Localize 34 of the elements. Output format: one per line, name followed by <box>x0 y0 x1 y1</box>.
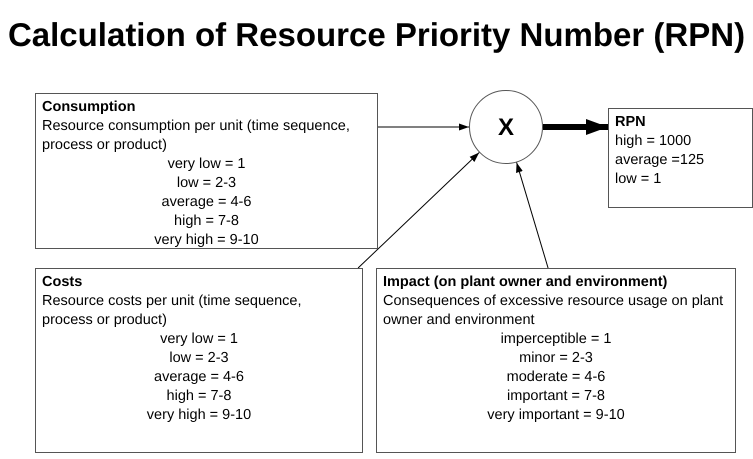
scale-entry: average = 4-6 <box>160 193 252 212</box>
arrow <box>378 124 470 130</box>
box-heading: Impact (on plant owner and environment) <box>383 273 668 292</box>
scale-entry: low = 2-3 <box>176 174 238 193</box>
scale-entry: low = 1 <box>615 170 662 189</box>
box-description: Resource costs per unit (time sequence, process or product) <box>42 292 303 330</box>
info-box <box>376 268 736 453</box>
scale-entry: important = 7-8 <box>506 387 606 406</box>
scale-entry: low = 2-3 <box>168 349 230 368</box>
info-box <box>35 268 363 453</box>
scale-entry: very important = 9-10 <box>486 406 626 425</box>
arrow <box>516 162 549 268</box>
scale-entry: very low = 1 <box>159 330 239 349</box>
box-description: high = 1000 <box>615 132 692 151</box>
scale-entry: minor = 2-3 <box>518 349 594 368</box>
box-heading: RPN <box>615 113 647 132</box>
scale-entry: high = 7-8 <box>173 212 240 231</box>
scale-entry: average =125 <box>615 151 706 170</box>
diagram-title: Calculation of Resource Priority Number (RPN) <box>6 16 746 54</box>
arrow <box>543 119 608 135</box>
scale-entry: average = 4-6 <box>153 368 245 387</box>
scale-entry: very high = 9-10 <box>153 231 260 250</box>
scale-entry: very high = 9-10 <box>146 406 252 425</box>
arrow <box>358 152 480 268</box>
scale-entry: very low = 1 <box>166 155 246 174</box>
box-heading: Consumption <box>42 98 136 117</box>
scale-entry: moderate = 4-6 <box>506 368 606 387</box>
info-box <box>608 108 753 208</box>
info-box <box>35 93 378 249</box>
operator-symbol: X <box>498 118 514 136</box>
scale-entry: high = 7-8 <box>166 387 232 406</box>
scale-entry: imperceptible = 1 <box>500 330 612 349</box>
box-heading: Costs <box>42 273 84 292</box>
box-description: Resource consumption per unit (time sequence, process or product) <box>42 117 351 155</box>
